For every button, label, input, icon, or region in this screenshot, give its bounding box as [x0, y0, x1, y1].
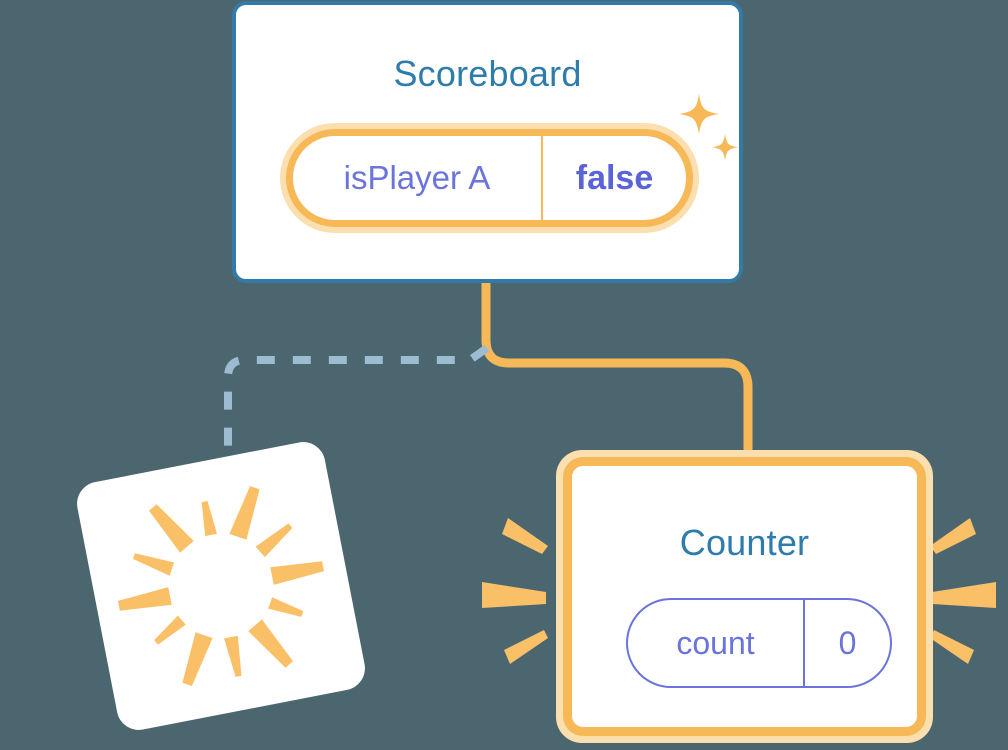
burst-icon: [482, 518, 548, 664]
component-card-scoreboard[interactable]: Scoreboard isPlayer A false: [232, 1, 743, 283]
state-pill-counter[interactable]: count 0: [626, 598, 892, 688]
state-pill-scoreboard[interactable]: isPlayer A false: [280, 123, 699, 233]
connector-scoreboard-to-counter: [481, 283, 753, 455]
state-value-label: false: [575, 158, 654, 197]
sparkle-icon: [679, 94, 719, 134]
burst-icon: [930, 518, 996, 664]
state-pill-body: isPlayer A false: [286, 129, 693, 227]
state-value-label: 0: [838, 624, 857, 661]
component-card-counter[interactable]: Counter count 0: [556, 450, 933, 743]
sparkle-icon: [712, 134, 738, 161]
sparkle-group: [679, 94, 738, 161]
page-title: Scoreboard: [393, 53, 582, 94]
burst-icon: [117, 486, 325, 686]
state-key-label: isPlayer A: [293, 136, 543, 220]
component-card-body: Counter count 0: [563, 457, 926, 736]
rerender-flash-card[interactable]: [73, 438, 369, 734]
state-key-label: count: [628, 600, 805, 686]
page-title: Counter: [679, 522, 810, 563]
